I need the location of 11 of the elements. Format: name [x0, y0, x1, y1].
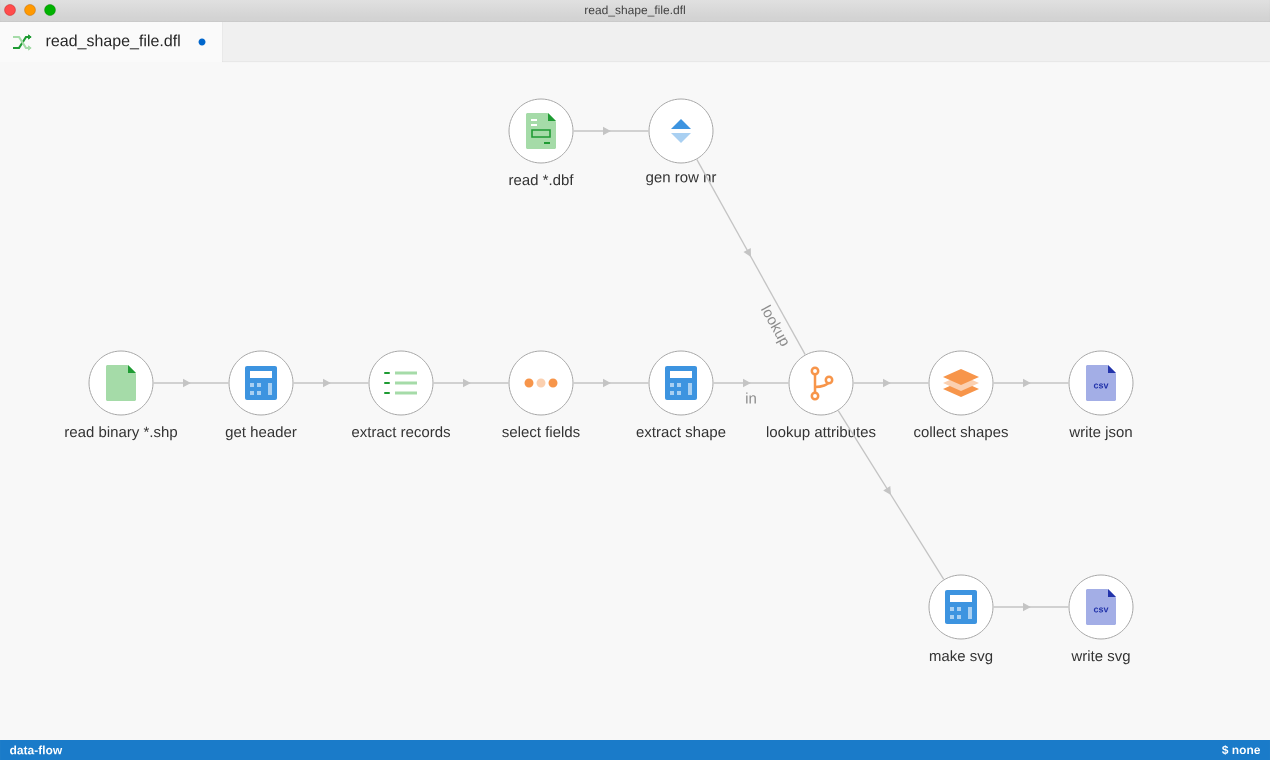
window-title: read_shape_file.dfl — [585, 5, 685, 17]
edge-label: in — [746, 392, 756, 404]
step-node: extract records — [352, 350, 451, 438]
status-text: $ none — [1221, 745, 1261, 755]
step-node: select fields — [502, 350, 580, 438]
step-node: gen row nr — [646, 98, 717, 186]
tab: read_shape_file.dfl — [0, 22, 222, 62]
step-node: lookup attributes — [766, 350, 876, 441]
arrow — [696, 158, 806, 356]
arrow — [837, 409, 945, 581]
status-text: data-flow — [10, 745, 63, 755]
